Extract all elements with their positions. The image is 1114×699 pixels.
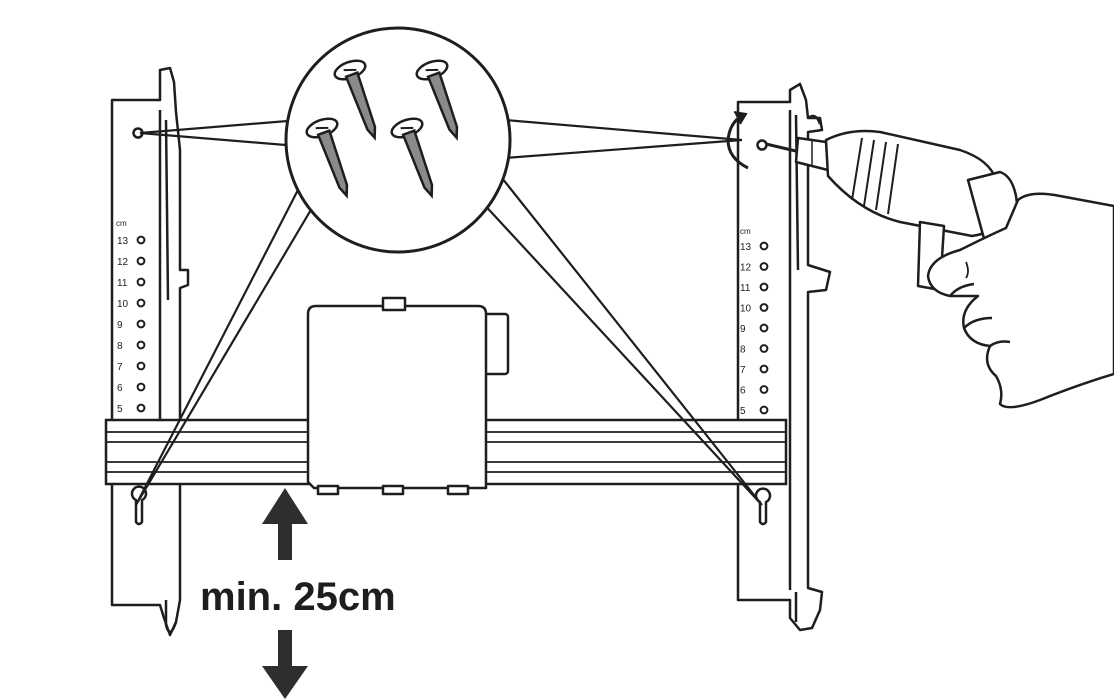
right-scale-mark-label: 5	[740, 406, 746, 417]
right-scale-hole	[759, 364, 769, 374]
right-scale-mark-label: 10	[740, 304, 752, 315]
hand-icon	[926, 192, 1114, 409]
down-arrow-icon	[262, 630, 308, 699]
left-scale-mark-label: 13	[117, 236, 129, 247]
left-scale-unit: cm	[116, 219, 127, 228]
rotation-arrow-icon	[726, 111, 749, 170]
right-vertical-bracket	[736, 82, 832, 632]
left-scale-mark-label: 9	[117, 320, 123, 331]
left-scale-hole	[136, 382, 146, 392]
right-scale-mark-label: 11	[740, 283, 751, 294]
left-scale-mark-label: 10	[117, 299, 129, 310]
left-scale-hole	[136, 361, 146, 371]
minimum-distance-indicator: min. 25cm	[200, 488, 396, 699]
drill-icon	[765, 129, 1024, 292]
right-scale-mark-label: 12	[740, 263, 752, 274]
left-scale-hole	[136, 277, 146, 287]
left-vertical-bracket	[110, 66, 190, 637]
left-scale-mark-label: 5	[117, 404, 123, 415]
screw-magnifier-circle	[284, 26, 512, 254]
screw-icon	[305, 117, 349, 199]
right-scale-hole	[759, 344, 769, 353]
left-scale-mark-label: 11	[117, 278, 128, 289]
left-height-scale: cm 13 12 11 10 9 8 7 6 5	[116, 219, 146, 415]
left-scale-hole	[136, 340, 146, 350]
right-scale-mark-label: 9	[740, 324, 746, 335]
right-scale-hole	[759, 241, 769, 251]
left-scale-hole	[136, 235, 146, 245]
left-scale-mark-label: 8	[117, 341, 123, 352]
right-scale-mark-label: 7	[740, 365, 746, 376]
right-scale-mark-label: 8	[740, 345, 746, 356]
left-scale-hole	[136, 298, 146, 308]
right-scale-unit: cm	[740, 227, 751, 236]
left-scale-mark-label: 6	[117, 383, 123, 394]
right-scale-hole	[759, 385, 769, 394]
screw-icon	[390, 117, 434, 199]
right-scale-hole	[759, 262, 769, 271]
right-scale-hole	[759, 303, 769, 312]
left-scale-hole	[136, 256, 146, 266]
screw-icon	[415, 59, 459, 141]
right-scale-hole	[759, 405, 769, 415]
screw-icon	[333, 59, 377, 141]
left-scale-hole	[136, 319, 146, 329]
right-scale-hole	[759, 282, 769, 292]
right-keyhole-slot	[754, 487, 772, 526]
right-scale-mark-label: 6	[740, 386, 746, 397]
right-scale-mark-label: 13	[740, 242, 752, 253]
left-scale-hole	[136, 403, 146, 413]
left-scale-mark-label: 7	[117, 362, 123, 373]
callout-lines	[135, 118, 763, 506]
up-arrow-icon	[262, 488, 308, 560]
right-top-hole	[756, 139, 768, 151]
center-adapter-box	[306, 296, 510, 496]
minimum-distance-label: min. 25cm	[200, 575, 396, 619]
right-height-scale: cm 13 12 11 10 9 8 7 6 5	[740, 227, 769, 417]
left-scale-mark-label: 12	[117, 257, 129, 268]
right-scale-hole	[759, 323, 769, 333]
